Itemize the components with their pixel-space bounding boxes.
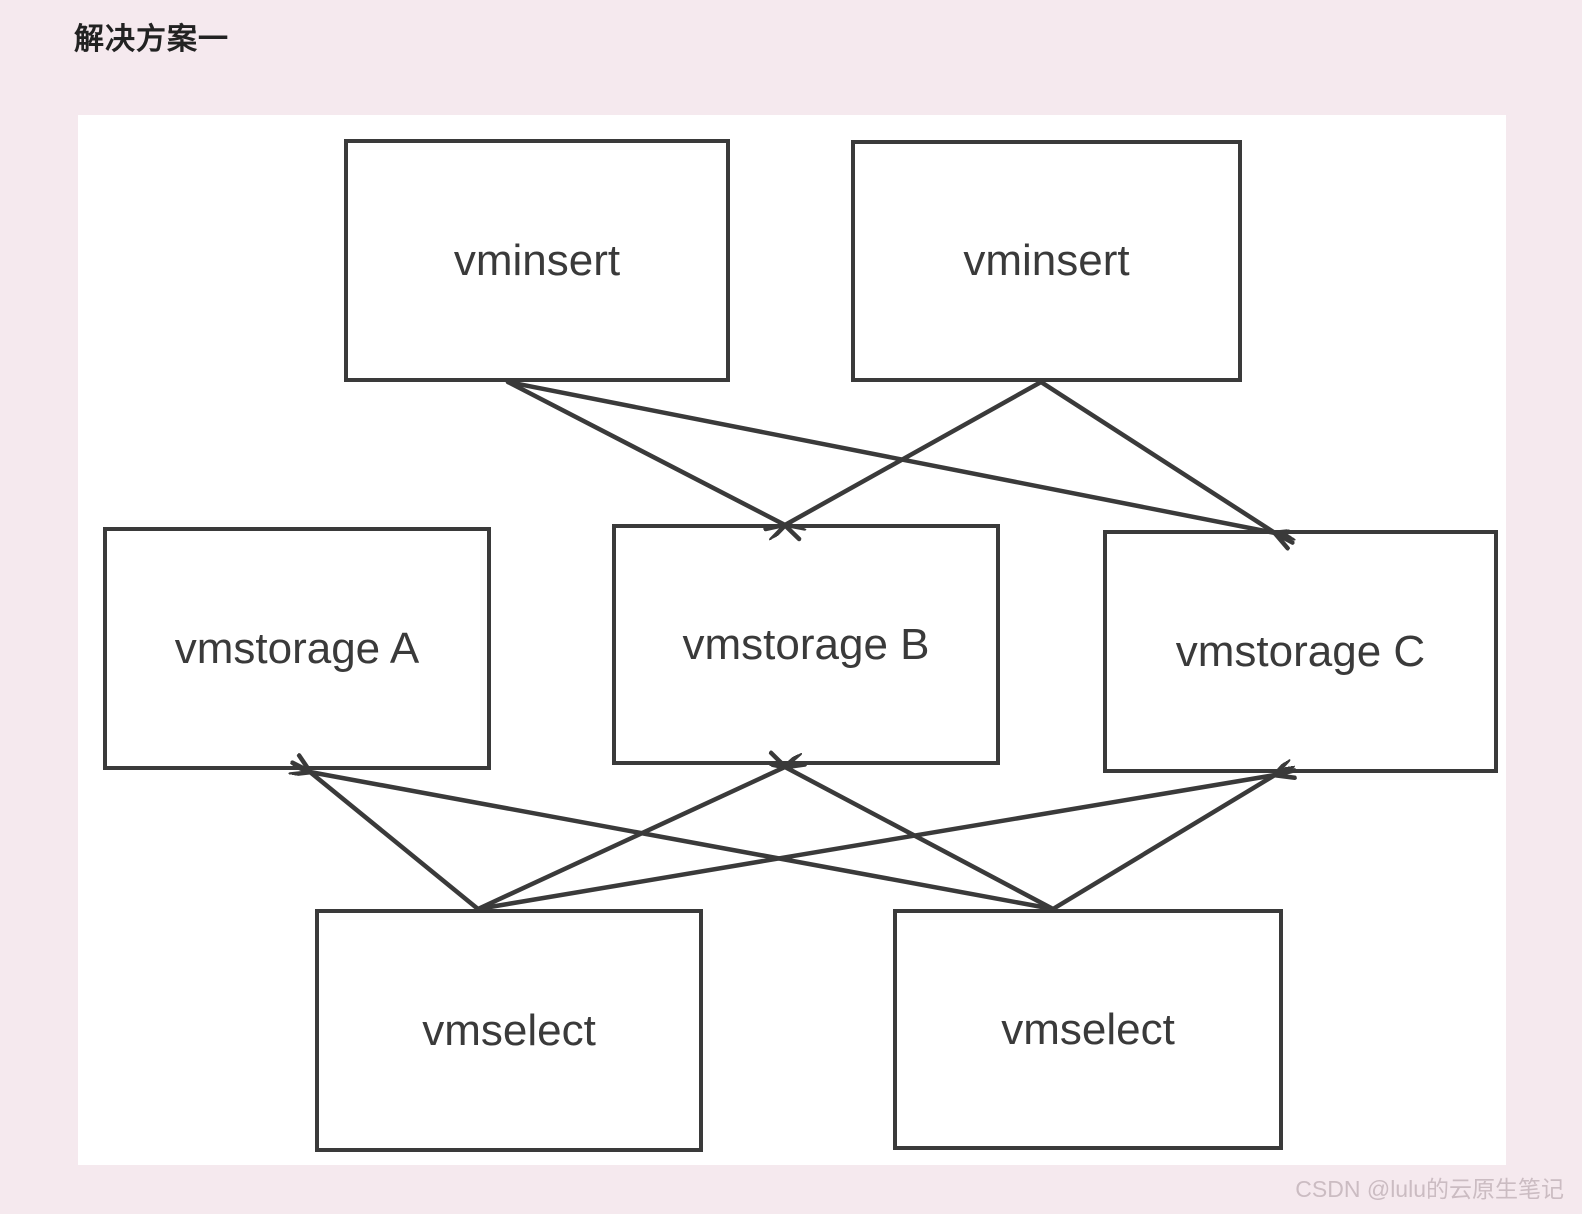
- node-label: vminsert: [453, 235, 621, 285]
- page-title: 解决方案一: [74, 23, 229, 56]
- edge-vmselect-2-to-vmstorage-b: [785, 767, 1056, 912]
- node-label: vmselect: [422, 1005, 596, 1055]
- edge-vmselect-2-to-vmstorage-a: [310, 772, 1056, 912]
- edge-vmselect-1-to-vmstorage-a: [310, 772, 481, 912]
- node-label: vmselect: [1001, 1004, 1175, 1054]
- node-vmstorage-c[interactable]: vmstorage C: [1103, 530, 1498, 773]
- node-label: vmstorage B: [682, 619, 930, 669]
- node-label: vmstorage A: [174, 623, 420, 673]
- node-label: vmstorage C: [1175, 626, 1426, 676]
- edge-vminsert-1-to-vmstorage-c: [505, 379, 1275, 533]
- edge-vmselect-1-to-vmstorage-b: [475, 767, 785, 912]
- edge-vmselect-1-to-vmstorage-c: [475, 775, 1275, 912]
- edge-vminsert-1-to-vmstorage-b: [505, 379, 785, 525]
- watermark: CSDN @lulu的云原生笔记: [1295, 1176, 1564, 1202]
- node-vmselect-1[interactable]: vmselect: [315, 909, 703, 1152]
- node-vminsert-1[interactable]: vminsert: [344, 139, 730, 382]
- edge-vminsert-2-to-vmstorage-b: [785, 379, 1044, 525]
- edge-vmselect-2-to-vmstorage-c: [1050, 775, 1275, 912]
- node-vmstorage-b[interactable]: vmstorage B: [612, 524, 1000, 765]
- diagram-panel: vminsert vminsert vmstorage A vmstorage …: [78, 115, 1506, 1165]
- node-label: vminsert: [963, 236, 1130, 285]
- node-vmstorage-a[interactable]: vmstorage A: [103, 527, 491, 770]
- diagram-edges-layer: [78, 379, 1506, 912]
- node-vminsert-2[interactable]: vminsert: [851, 140, 1242, 382]
- edge-vminsert-2-to-vmstorage-c: [1038, 379, 1275, 533]
- node-vmselect-2[interactable]: vmselect: [893, 909, 1283, 1150]
